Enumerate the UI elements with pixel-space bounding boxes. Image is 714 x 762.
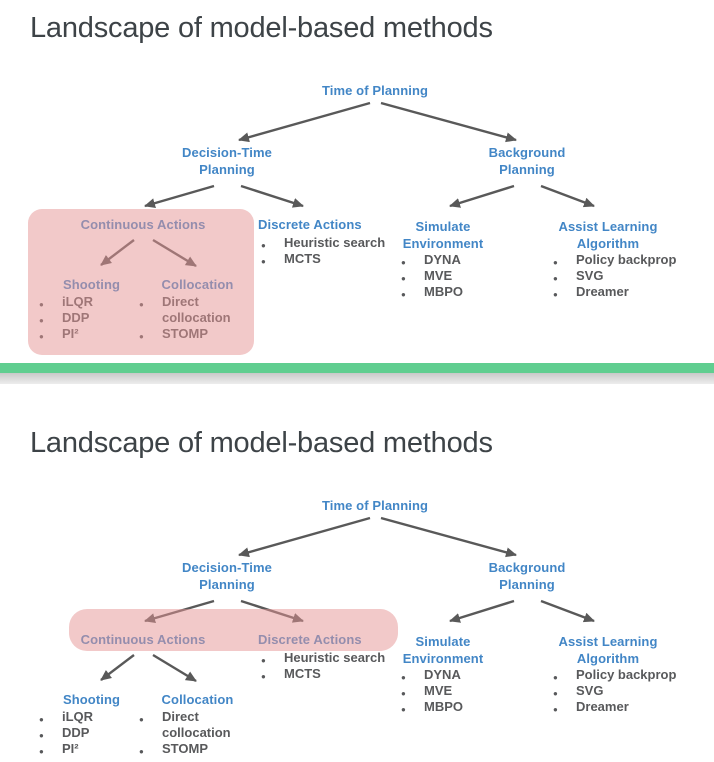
shooting-list: iLQR DDP PI² xyxy=(36,294,93,345)
shooting-list: iLQR DDP PI² xyxy=(36,709,93,760)
node-label: Planning xyxy=(499,577,555,592)
arrow-background-to-simulate xyxy=(449,184,515,208)
arrow-root-to-decision xyxy=(238,516,371,558)
list-item: STOMP xyxy=(136,326,262,345)
node-shooting: Shooting xyxy=(62,692,121,707)
assist-learning-list: Policy backprop SVG Dreamer xyxy=(550,252,682,303)
node-background-planning: Background Planning xyxy=(452,144,602,178)
node-label: Simulate xyxy=(415,219,471,234)
list-item: Dreamer xyxy=(550,284,682,303)
arrow-root-to-background xyxy=(380,101,517,143)
node-label: Assist Learning xyxy=(558,219,658,234)
node-label: Environment xyxy=(402,236,484,251)
node-simulate-environment: Simulate Environment xyxy=(393,633,493,667)
arrow-background-to-simulate xyxy=(449,599,515,623)
node-assist-learning-algorithm: Assist Learning Algorithm xyxy=(548,218,668,252)
arrow-continuous-to-shooting xyxy=(100,654,135,681)
list-item: SVG xyxy=(550,683,682,702)
video-progress-fill xyxy=(0,363,714,373)
list-item: DYNA xyxy=(398,252,463,271)
arrow-decision-to-discrete xyxy=(240,184,304,208)
arrow-background-to-assist xyxy=(540,599,595,623)
node-time-of-planning: Time of Planning xyxy=(321,83,429,98)
list-item: SVG xyxy=(550,268,682,287)
list-item: MVE xyxy=(398,268,463,287)
node-label: Environment xyxy=(402,651,484,666)
node-discrete-actions: Discrete Actions xyxy=(258,217,362,232)
node-continuous-actions: Continuous Actions xyxy=(80,632,206,647)
list-item: iLQR xyxy=(36,709,93,728)
arrow-decision-to-continuous xyxy=(144,184,215,209)
simulate-environment-list: DYNA MVE MBPO xyxy=(398,252,463,303)
node-label: Assist Learning xyxy=(558,634,658,649)
arrow-root-to-decision xyxy=(238,101,371,143)
node-label: Planning xyxy=(499,162,555,177)
list-item: MCTS xyxy=(258,251,385,270)
slide-frame-1: Landscape of model-based methods Time of… xyxy=(0,0,714,363)
node-label: Decision-Time xyxy=(182,145,272,160)
node-simulate-environment: Simulate Environment xyxy=(393,218,493,252)
node-background-planning: Background Planning xyxy=(452,559,602,593)
list-item: DDP xyxy=(36,725,93,744)
node-label: Algorithm xyxy=(576,651,640,666)
list-item: STOMP xyxy=(136,741,262,760)
list-item: Dreamer xyxy=(550,699,682,718)
node-label: Decision-Time xyxy=(182,560,272,575)
arrow-decision-to-continuous xyxy=(144,599,215,624)
node-label: Planning xyxy=(199,577,255,592)
page-title: Landscape of model-based methods xyxy=(30,12,493,44)
list-item: Direct collocation xyxy=(136,294,262,326)
node-label: Algorithm xyxy=(576,236,640,251)
node-label: Planning xyxy=(199,162,255,177)
simulate-environment-list: DYNA MVE MBPO xyxy=(398,667,463,718)
arrow-continuous-to-collocation xyxy=(152,238,197,268)
player-bar xyxy=(0,373,714,384)
node-assist-learning-algorithm: Assist Learning Algorithm xyxy=(548,633,668,667)
list-item: MBPO xyxy=(398,284,463,303)
list-item: PI² xyxy=(36,741,93,760)
node-time-of-planning: Time of Planning xyxy=(321,498,429,513)
arrow-root-to-background xyxy=(380,516,517,558)
list-item: MCTS xyxy=(258,666,385,685)
list-item: iLQR xyxy=(36,294,93,313)
list-item: Heuristic search xyxy=(258,235,385,254)
list-item: MVE xyxy=(398,683,463,702)
discrete-actions-list: Heuristic search MCTS xyxy=(258,650,385,685)
slide-frame-2: Landscape of model-based methods Time of… xyxy=(0,415,714,762)
tree-arrows xyxy=(100,101,595,268)
list-item: Policy backprop xyxy=(550,667,682,686)
collocation-list: Direct collocation STOMP xyxy=(136,709,262,760)
node-decision-time-planning: Decision-Time Planning xyxy=(152,559,302,593)
list-item: Direct collocation xyxy=(136,709,262,741)
node-collocation: Collocation xyxy=(161,692,234,707)
arrow-background-to-assist xyxy=(540,184,595,208)
list-item: DYNA xyxy=(398,667,463,686)
collocation-list: Direct collocation STOMP xyxy=(136,294,262,345)
node-collocation: Collocation xyxy=(161,277,234,292)
video-progress-bar[interactable] xyxy=(0,363,714,373)
arrow-decision-to-discrete xyxy=(240,599,304,623)
node-label: Simulate xyxy=(415,634,471,649)
discrete-actions-list: Heuristic search MCTS xyxy=(258,235,385,270)
arrow-continuous-to-shooting xyxy=(100,239,135,266)
list-item: MBPO xyxy=(398,699,463,718)
node-decision-time-planning: Decision-Time Planning xyxy=(152,144,302,178)
arrow-continuous-to-collocation xyxy=(152,653,197,683)
list-item: DDP xyxy=(36,310,93,329)
node-continuous-actions: Continuous Actions xyxy=(80,217,206,232)
list-item: Heuristic search xyxy=(258,650,385,669)
list-item: PI² xyxy=(36,326,93,345)
node-label: Background xyxy=(488,560,566,575)
page-title: Landscape of model-based methods xyxy=(30,427,493,459)
node-label: Background xyxy=(488,145,566,160)
assist-learning-list: Policy backprop SVG Dreamer xyxy=(550,667,682,718)
node-discrete-actions: Discrete Actions xyxy=(258,632,362,647)
node-shooting: Shooting xyxy=(62,277,121,292)
list-item: Policy backprop xyxy=(550,252,682,271)
